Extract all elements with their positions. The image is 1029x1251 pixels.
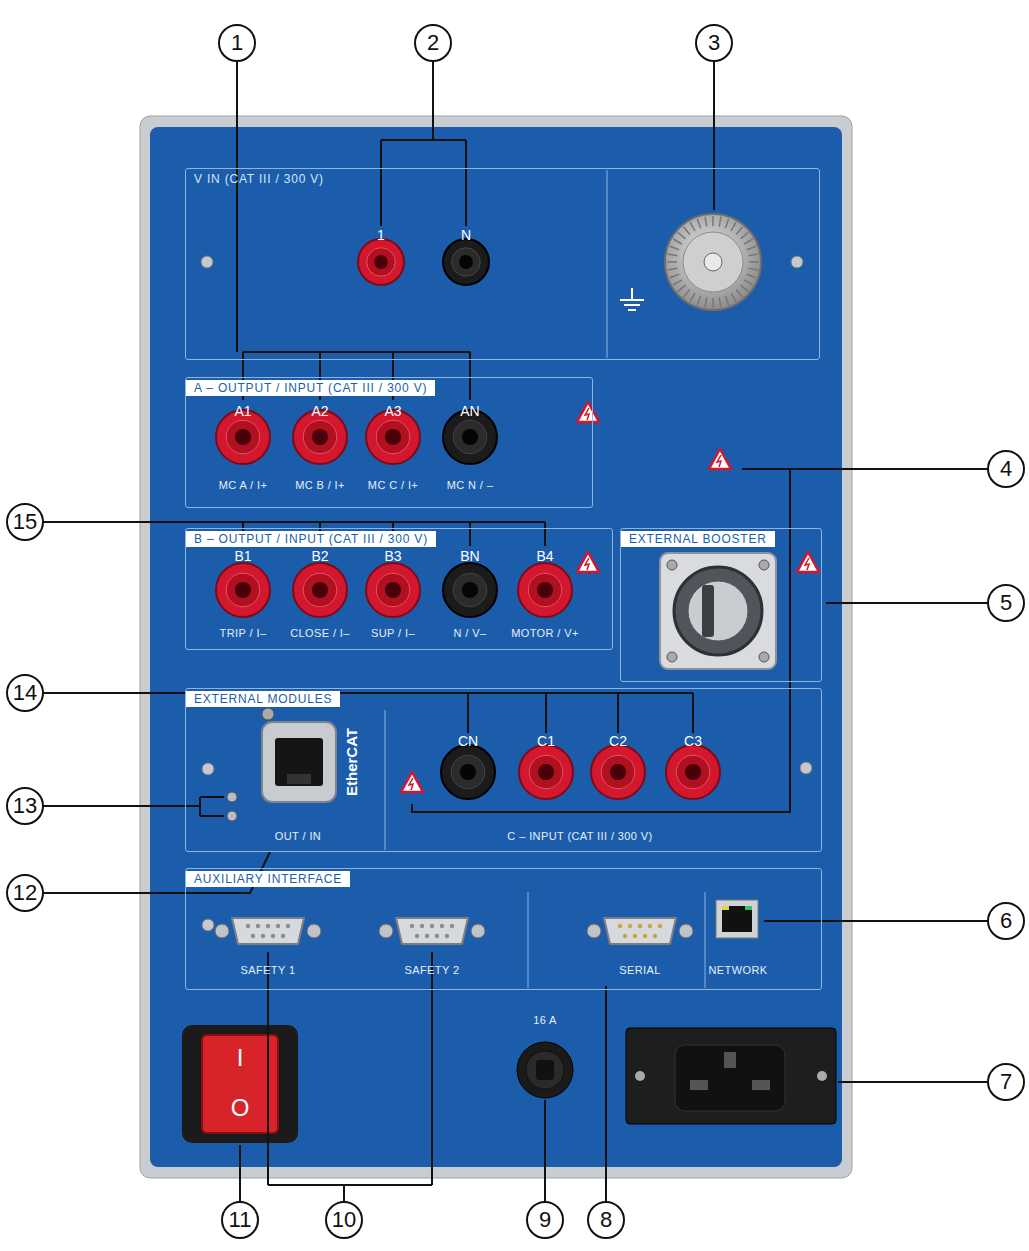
- terminal-name: B1: [234, 549, 251, 564]
- terminal-name: A3: [384, 404, 401, 419]
- callout-circles: [7, 25, 1024, 1238]
- section-heading: B – OUTPUT / INPUT (CAT III / 300 V): [186, 531, 436, 547]
- jack: [443, 239, 489, 285]
- terminal-name: BN: [460, 549, 479, 564]
- terminal-name: B4: [536, 549, 553, 564]
- ethercat-port: [227, 708, 336, 821]
- panel-text: OUT / IN: [275, 830, 321, 842]
- panel-text: MC A / I+: [219, 479, 268, 491]
- callout-number: 8: [600, 1208, 612, 1232]
- callout-number: 10: [332, 1208, 356, 1232]
- panel-text: SERIAL: [619, 964, 661, 976]
- terminal-name: C3: [684, 734, 702, 749]
- jack: [591, 745, 645, 799]
- callout-number: 4: [1000, 457, 1012, 481]
- callout-number: 14: [13, 681, 37, 705]
- panel-text: NETWORK: [708, 964, 767, 976]
- jack: [216, 563, 270, 617]
- section-heading: EXTERNAL BOOSTER: [621, 531, 775, 547]
- panel-text: N / V–: [454, 627, 487, 639]
- panel-text: 16 A: [533, 1014, 557, 1026]
- jack: [441, 745, 495, 799]
- callout-number: 15: [13, 510, 37, 534]
- terminal-name: 1: [377, 228, 385, 243]
- terminal-name: N: [461, 228, 471, 243]
- jack: [443, 563, 497, 617]
- terminal-name: AN: [460, 404, 479, 419]
- callout-number: 11: [229, 1208, 252, 1232]
- terminal-name: CN: [458, 734, 478, 749]
- jack: [358, 239, 404, 285]
- callout-number: 3: [708, 31, 720, 55]
- section-divider: [385, 710, 386, 850]
- jack: [519, 745, 573, 799]
- front-panel: [150, 127, 842, 1167]
- section-heading: V IN (CAT III / 300 V): [186, 171, 332, 187]
- terminal-name: B3: [384, 549, 401, 564]
- callout-number: 7: [1000, 1070, 1012, 1094]
- panel-text: TRIP / I–: [220, 627, 267, 639]
- warning-triangle: [577, 552, 599, 572]
- switch-mark: I: [237, 1045, 244, 1071]
- section-divider: [528, 892, 529, 988]
- section-heading: AUXILIARY INTERFACE: [186, 871, 350, 887]
- switch-mark: O: [231, 1095, 250, 1121]
- bus-logo: EtherCAT: [344, 728, 361, 796]
- callout-number: 1: [231, 31, 243, 55]
- jack: [518, 563, 572, 617]
- terminal-name: A1: [234, 404, 251, 419]
- panel-section: EXTERNAL BOOSTER: [620, 528, 822, 682]
- panel-section: V IN (CAT III / 300 V): [185, 168, 820, 360]
- housing-frame: [140, 116, 852, 1178]
- ground-terminal: [620, 214, 761, 310]
- dsub: [379, 918, 485, 944]
- power-switch: [182, 1025, 298, 1143]
- callout-number: 5: [1000, 591, 1012, 615]
- warning-symbols: [401, 402, 819, 792]
- panel-text: MC N / –: [447, 479, 494, 491]
- booster-connector: [660, 553, 776, 669]
- panel-text: CLOSE / I–: [290, 627, 350, 639]
- dsub-connectors: [215, 918, 693, 944]
- warning-triangle: [709, 449, 731, 469]
- leader-lines: [43, 61, 988, 1202]
- terminal-name: C1: [537, 734, 555, 749]
- callout-number: 9: [539, 1208, 551, 1232]
- warning-triangle: [401, 772, 423, 792]
- dsub: [215, 918, 321, 944]
- jack: [366, 563, 420, 617]
- power-inlet: [626, 1028, 836, 1124]
- section-heading: EXTERNAL MODULES: [186, 691, 340, 707]
- section-heading: A – OUTPUT / INPUT (CAT III / 300 V): [186, 380, 435, 396]
- callout-number: 13: [13, 794, 37, 818]
- jack: [293, 563, 347, 617]
- callout-number: 2: [427, 31, 439, 55]
- panel-text: SAFETY 1: [241, 964, 296, 976]
- callout-number: 6: [1000, 909, 1012, 933]
- panel-screws: [201, 256, 812, 931]
- fuse-holder: [517, 1042, 573, 1098]
- section-divider: [607, 170, 608, 358]
- terminal-name: A2: [311, 404, 328, 419]
- panel-text: MC B / I+: [295, 479, 345, 491]
- section-divider: [705, 892, 706, 988]
- terminal-name: B2: [311, 549, 328, 564]
- dsub: [587, 918, 693, 944]
- callout-number: 12: [13, 881, 37, 905]
- jack: [666, 745, 720, 799]
- panel-text: C – INPUT (CAT III / 300 V): [507, 830, 652, 842]
- panel-text: SUP / I–: [371, 627, 415, 639]
- panel-text: SAFETY 2: [405, 964, 460, 976]
- panel-text: MOTOR / V+: [511, 627, 579, 639]
- panel-text: MC C / I+: [368, 479, 418, 491]
- warning-triangle: [577, 402, 599, 422]
- network-port: [716, 900, 758, 938]
- panel-section: EXTERNAL MODULES: [185, 688, 822, 852]
- warning-triangle: [797, 552, 819, 572]
- terminal-name: C2: [609, 734, 627, 749]
